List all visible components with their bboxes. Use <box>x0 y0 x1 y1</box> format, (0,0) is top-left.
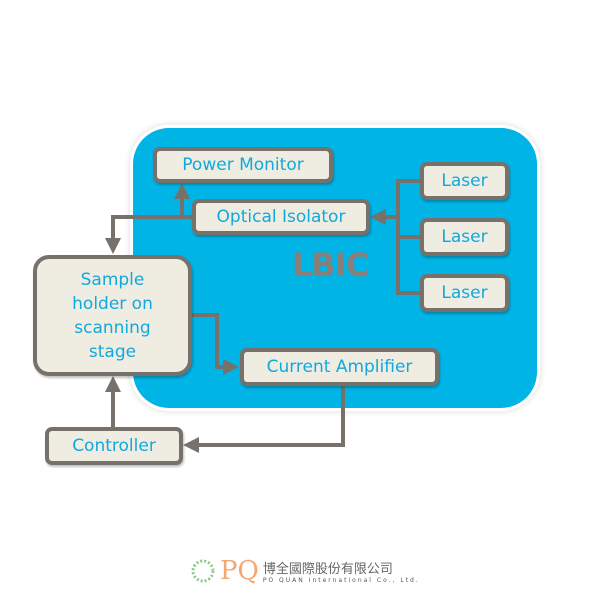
logo-dots-icon <box>191 559 215 583</box>
company-name-en: PO QUAN International Co., Ltd. <box>262 577 420 584</box>
power-monitor-box: Power Monitor <box>153 147 333 183</box>
lbic-label: LBIC <box>291 246 369 284</box>
laser-box-1: Laser <box>420 162 509 200</box>
isolator-to-sample-arrow <box>105 215 192 254</box>
controller-box: Controller <box>45 427 183 465</box>
laser-bus <box>396 179 420 295</box>
laser-box-3: Laser <box>420 274 509 312</box>
sample-holder-box: Sample holder on scanning stage <box>33 255 192 376</box>
company-name-cn: 博全國際股份有限公司 <box>262 562 393 577</box>
logo-mark: PQ <box>220 556 259 586</box>
optical-isolator-box: Optical Isolator <box>192 199 370 235</box>
laser-box-2: Laser <box>420 218 509 256</box>
current-amplifier-box: Current Amplifier <box>240 348 439 386</box>
company-logo: PQ 博全國際股份有限公司 PO QUAN International Co.,… <box>190 556 420 586</box>
amplifier-to-controller-arrow <box>183 385 345 453</box>
sample-to-amplifier-arrow <box>192 313 239 375</box>
